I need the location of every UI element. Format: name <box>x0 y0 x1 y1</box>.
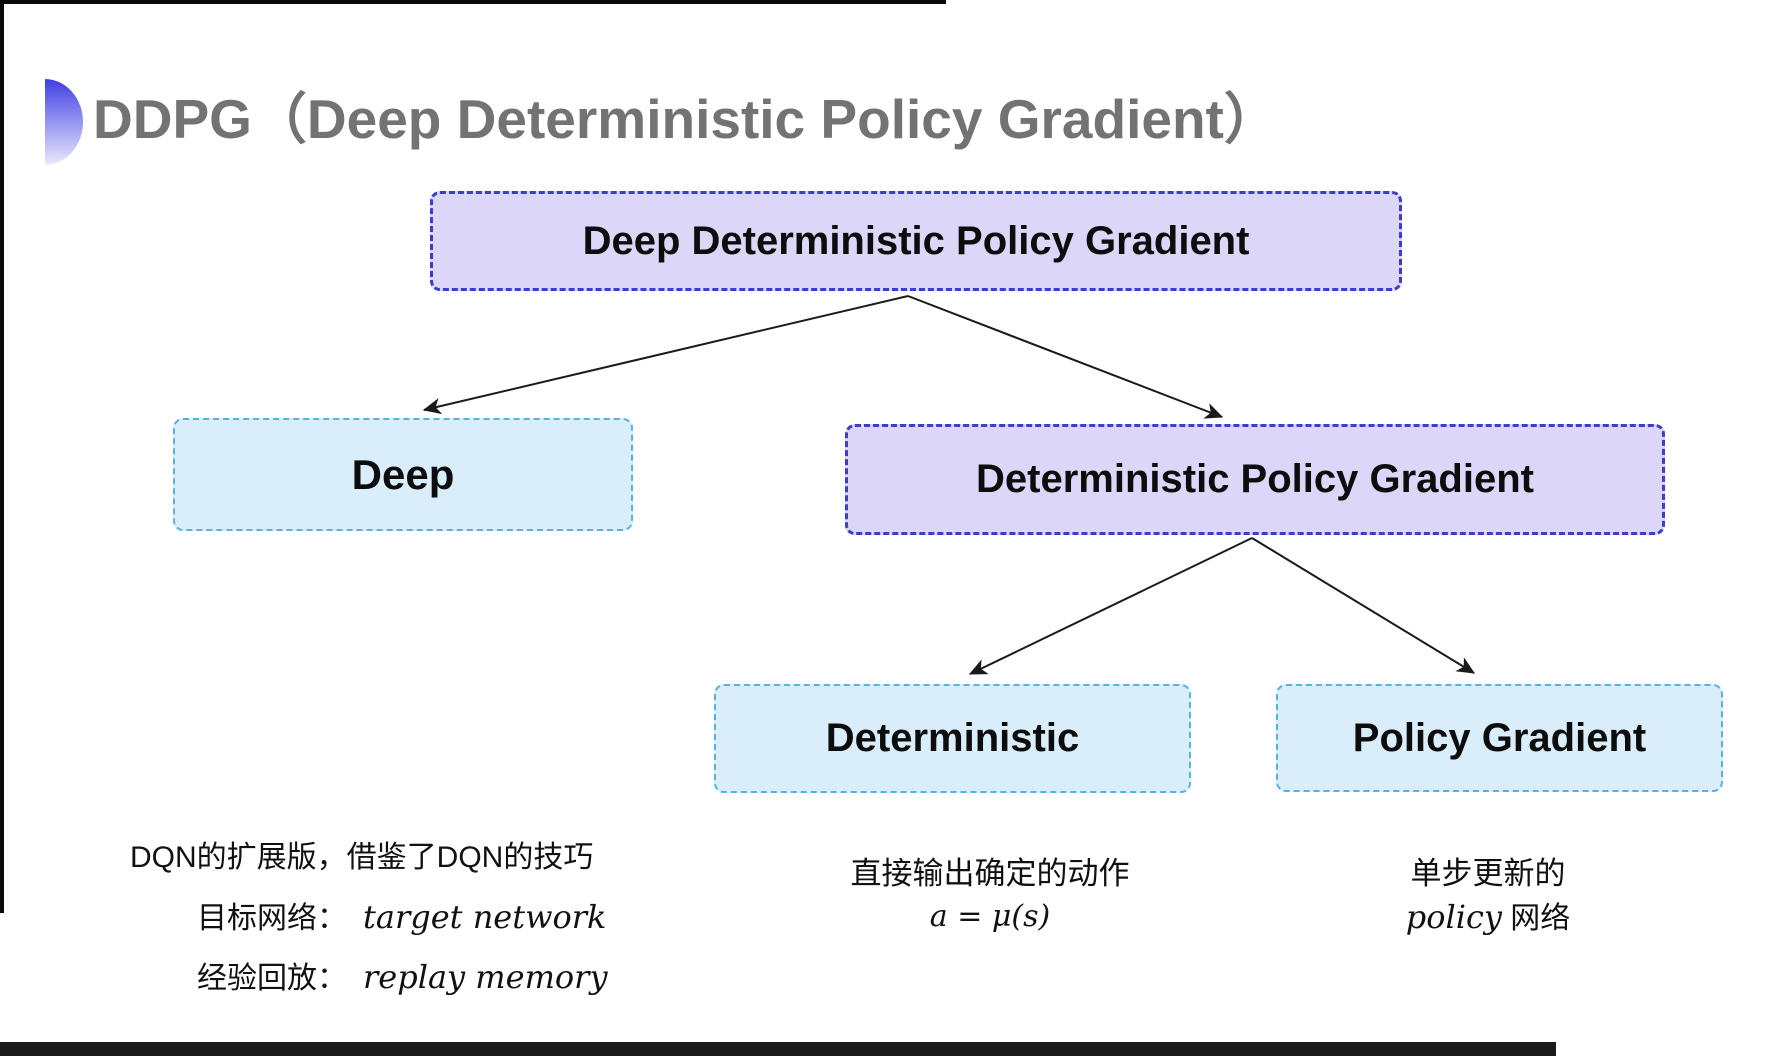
note-line: policy 网络 <box>1288 894 1688 942</box>
node-label: Policy Gradient <box>1352 715 1647 760</box>
bullet-semicircle-icon <box>45 79 83 165</box>
node-label: Deterministic Policy Gradient <box>976 457 1534 501</box>
note-zh-label: 网络 <box>1501 902 1571 935</box>
note-formula: a = μ(s) <box>929 899 1051 934</box>
note-deep-replay-memory: 经验回放： replay memory <box>197 953 608 997</box>
note-line: 单步更新的 <box>1410 856 1566 891</box>
window-left-border <box>0 0 4 913</box>
window-top-border <box>0 0 946 4</box>
node-deterministic-policy-gradient: Deterministic Policy Gradient <box>845 424 1665 535</box>
arrow-dpg-to-deterministic <box>968 537 1253 675</box>
arrow-dpg-to-policy-gradient <box>1251 537 1476 674</box>
node-deterministic: Deterministic <box>714 684 1191 793</box>
note-en-term: replay memory <box>363 958 608 996</box>
node-label: Deep Deterministic Policy Gradient <box>582 218 1250 263</box>
note-policy-gradient: 单步更新的 policy 网络 <box>1288 854 1688 942</box>
note-deep-summary: DQN的扩展版，借鉴了DQN的技巧 <box>130 841 594 874</box>
note-en-term: target network <box>363 898 607 936</box>
node-deep-deterministic-policy-gradient: Deep Deterministic Policy Gradient <box>430 191 1402 291</box>
note-line: 直接输出确定的动作 <box>850 856 1130 891</box>
arrow-root-to-dpg <box>907 295 1224 419</box>
node-policy-gradient: Policy Gradient <box>1276 684 1723 792</box>
note-deep-target-network: 目标网络： target network <box>197 893 606 937</box>
note-en-term: policy <box>1405 898 1502 936</box>
bottom-letterbox-bar <box>0 1042 1556 1056</box>
node-label: Deep <box>351 450 455 498</box>
note-deterministic: 直接输出确定的动作 a = μ(s) <box>790 854 1190 940</box>
arrow-root-to-deep <box>422 295 909 415</box>
note-zh-label: 目标网络： <box>197 902 347 935</box>
node-label: Deterministic <box>825 716 1080 760</box>
node-deep: Deep <box>173 418 633 531</box>
page-title: DDPG（Deep Deterministic Policy Gradient） <box>93 88 1279 150</box>
note-zh-label: 经验回放： <box>197 962 347 995</box>
